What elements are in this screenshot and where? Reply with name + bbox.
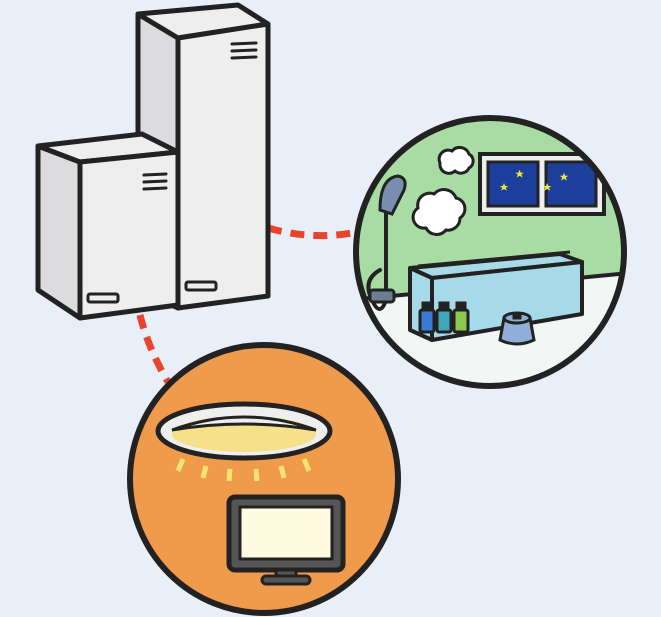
shower-icon	[366, 174, 407, 311]
tall-unit-handle	[184, 280, 218, 292]
short-unit-vent-lines	[142, 172, 168, 191]
bathroom-scene-icon	[353, 115, 627, 389]
living-room-scene-icon	[127, 342, 401, 616]
connector-to-living-room	[136, 314, 172, 384]
tall-unit-vent-lines	[230, 41, 258, 60]
night-window-icon	[478, 152, 606, 216]
short-unit-handle	[86, 292, 120, 304]
storage-battery-icon	[35, 2, 271, 321]
bath-stool-icon	[498, 311, 536, 346]
connector-to-bathroom	[267, 224, 353, 240]
shampoo-bottles-icon	[418, 301, 470, 334]
steam-cloud-icon	[411, 146, 475, 236]
television-icon	[226, 494, 346, 586]
light-rays	[175, 458, 312, 482]
short-unit	[35, 131, 181, 321]
ceiling-light-icon	[155, 401, 333, 482]
